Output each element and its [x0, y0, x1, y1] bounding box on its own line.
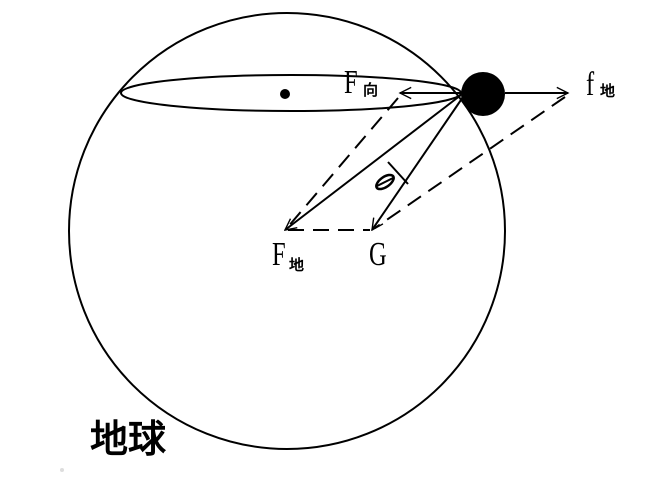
object-ball	[461, 72, 505, 116]
label-main: G	[369, 236, 387, 273]
label-main: f	[586, 66, 595, 103]
label-main: F	[344, 64, 358, 101]
dashed-f-di-to-G	[374, 96, 566, 229]
label-f-di: f 地	[586, 66, 615, 103]
earth-label: 地球	[90, 417, 167, 461]
F-di-arrow	[285, 94, 462, 230]
label-G: G	[369, 238, 394, 272]
ellipse-center-dot	[280, 89, 290, 99]
label-subscript: 地	[289, 256, 305, 274]
label-F-di: F 地	[272, 236, 304, 273]
earth-circle	[68, 12, 506, 450]
theta-bar	[376, 177, 394, 187]
scan-artifact	[60, 468, 64, 472]
label-main: F	[272, 236, 286, 273]
label-subscript: 地	[600, 82, 616, 100]
dashed-F-xiang-to-F-di	[286, 97, 399, 229]
theta-symbol	[375, 173, 395, 191]
label-F-xiang: F 向	[344, 64, 378, 101]
G-arrow	[372, 96, 464, 230]
angle-marker	[387, 161, 409, 185]
label-subscript: 向	[363, 81, 379, 99]
